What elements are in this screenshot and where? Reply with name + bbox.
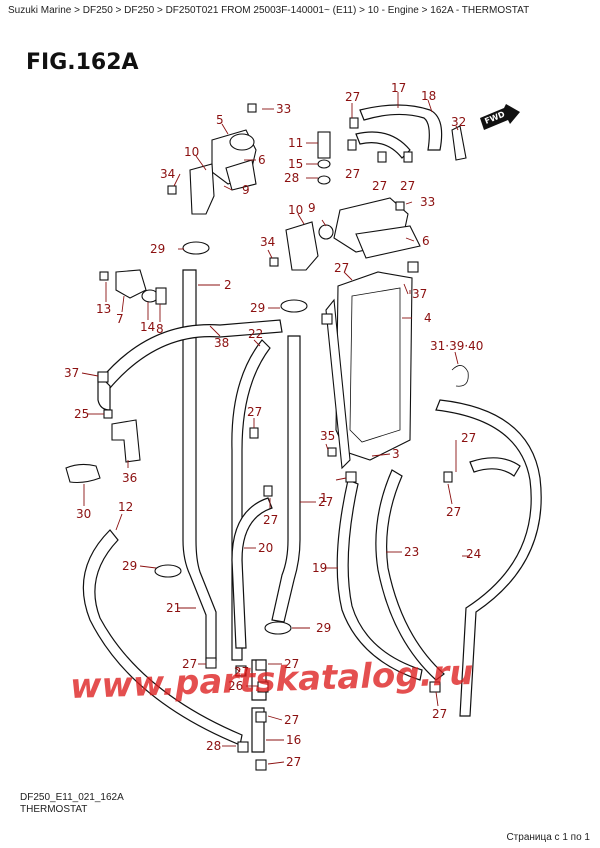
callout-38: 38 (214, 336, 229, 350)
callout-31-39-40: 31·39·40 (430, 339, 483, 353)
callout-27: 27 (446, 505, 461, 519)
callout-28: 28 (206, 739, 221, 753)
sensor-assembly-7 (115, 269, 167, 305)
hose-20 (231, 497, 273, 649)
callout-23: 23 (404, 545, 419, 559)
callout-28: 28 (284, 171, 299, 185)
clamps (97, 103, 453, 771)
page-indicator: Страница с 1 по 1 (506, 832, 590, 843)
callout-27: 27 (263, 513, 278, 527)
hose-23 (375, 469, 445, 681)
callout-16: 16 (286, 733, 301, 747)
callout-27: 27 (286, 755, 301, 769)
callout-30: 30 (76, 507, 91, 521)
callout-35: 35 (320, 429, 335, 443)
hose-38 (99, 319, 283, 389)
figure-title: FIG.162A (26, 50, 139, 75)
bracket-36 (111, 419, 141, 463)
callout-29: 29 (250, 301, 265, 315)
callout-10: 10 (288, 203, 303, 217)
callout-27: 27 (461, 431, 476, 445)
callout-4: 4 (424, 311, 432, 325)
callout-8: 8 (156, 322, 164, 336)
callout-17: 17 (391, 81, 406, 95)
figure-code: DF250_E11_021_162A (20, 792, 124, 803)
callout-27: 27 (372, 179, 387, 193)
callout-9: 9 (308, 201, 316, 215)
fwd-arrow-icon: FWD (480, 104, 520, 130)
callout-12: 12 (118, 500, 133, 514)
callout-34: 34 (160, 167, 175, 181)
hose-24 (435, 399, 542, 717)
callout-25: 25 (74, 407, 89, 421)
thermostat-housing-upper-left (189, 129, 257, 215)
callout-27: 27 (284, 713, 299, 727)
callout-27: 27 (334, 261, 349, 275)
thermostat-cover-gasket (325, 271, 413, 470)
callout-1: 1 (320, 491, 328, 505)
figure-name: THERMOSTAT (20, 804, 88, 815)
hose-1-vertical (271, 335, 301, 623)
callout-5: 5 (216, 113, 224, 127)
callout-29: 29 (122, 559, 137, 573)
callout-10: 10 (184, 145, 199, 159)
callout-labels: 33 5 10 6 34 9 27 17 18 32 11 15 28 27 2… (64, 81, 483, 769)
callout-27: 27 (182, 657, 197, 671)
hose-17-18 (355, 104, 443, 159)
callout-27: 27 (318, 495, 333, 509)
callout-36: 36 (122, 471, 137, 485)
callout-3: 3 (392, 447, 400, 461)
callout-27: 27 (432, 707, 447, 721)
callout-32: 32 (451, 115, 466, 129)
callout-26: 26 (228, 679, 243, 693)
callout-27: 27 (284, 657, 299, 671)
callout-27: 27 (247, 405, 262, 419)
callout-34: 34 (260, 235, 275, 249)
callout-29: 29 (316, 621, 331, 635)
callout-20: 20 (258, 541, 273, 555)
callout-33: 33 (276, 102, 291, 116)
callout-7: 7 (116, 312, 124, 326)
callout-27: 27 (345, 90, 360, 104)
callout-18: 18 (421, 89, 436, 103)
callout-21: 21 (166, 601, 181, 615)
callout-27: 27 (234, 665, 249, 679)
clamp-30 (65, 463, 101, 484)
callout-14: 14 (140, 320, 155, 334)
callout-33: 33 (420, 195, 435, 209)
callout-15: 15 (288, 157, 303, 171)
clip-31-39-40 (451, 365, 469, 387)
hose-27-right (469, 457, 521, 477)
callout-29: 29 (150, 242, 165, 256)
callout-19: 19 (312, 561, 327, 575)
callout-37: 37 (412, 287, 427, 301)
hose-19 (336, 479, 423, 681)
clip-32 (451, 125, 467, 161)
callout-27: 27 (400, 179, 415, 193)
hose-12 (82, 529, 243, 746)
callout-6: 6 (258, 153, 266, 167)
thermostat-housing-upper-right (285, 197, 421, 271)
callout-6: 6 (422, 234, 430, 248)
callout-27: 27 (345, 167, 360, 181)
callout-22: 22 (248, 327, 263, 341)
callout-11: 11 (288, 136, 303, 150)
leader-lines (81, 92, 470, 765)
callout-13: 13 (96, 302, 111, 316)
callout-2: 2 (224, 278, 232, 292)
breadcrumb[interactable]: Suzuki Marine > DF250 > DF250 > DF250T02… (8, 5, 530, 16)
callout-9: 9 (242, 183, 250, 197)
callout-24: 24 (466, 547, 481, 561)
callout-37: 37 (64, 366, 79, 380)
